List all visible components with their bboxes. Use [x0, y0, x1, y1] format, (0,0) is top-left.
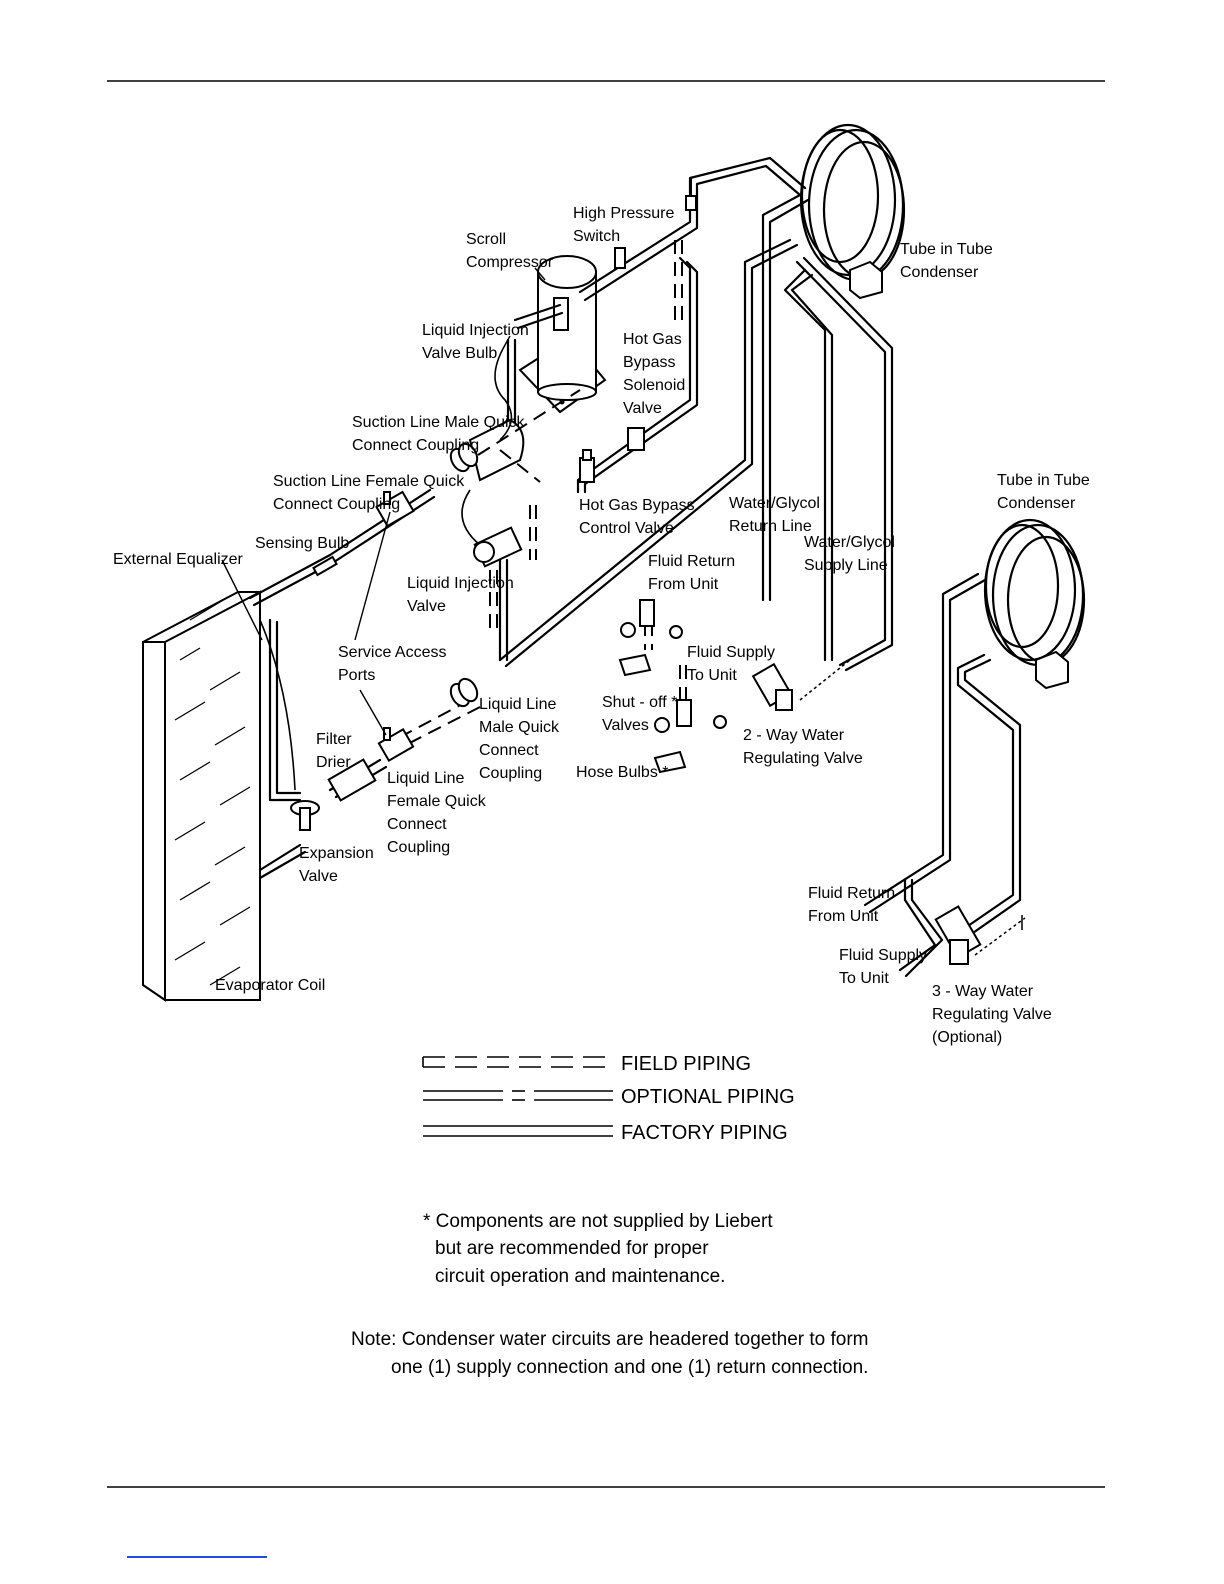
label-water-glycol-supply-line: Water/Glycol Supply Line [804, 534, 899, 574]
hot-gas-bypass-control-valve [579, 449, 595, 483]
suction-line-male-coupling [449, 442, 479, 473]
legend-field-piping-label: FIELD PIPING [621, 1053, 751, 1075]
label-liquid-injection-valve-bulb: Liquid Injection Valve Bulb [422, 322, 533, 362]
legend-field-piping-swatch [422, 1056, 613, 1068]
label-two-way-water-regulating-valve: 2 - Way Water Regulating Valve [743, 727, 863, 767]
tube-in-tube-condenser-1-drawing [799, 123, 906, 300]
label-liquid-line-male-quick: Liquid Line Male Quick Connect Coupling [479, 696, 563, 782]
note-text: Note: Condenser water circuits are heade… [351, 1329, 874, 1378]
filter-drier [327, 758, 377, 802]
label-liquid-injection-valve: Liquid Injection Valve [407, 575, 518, 615]
hose-bulbs [618, 653, 687, 774]
legend-optional-piping-swatch [423, 1090, 613, 1101]
sensing-bulb [312, 555, 338, 577]
piping-legend: FIELD PIPING OPTIONAL PIPING FACTORY PIP… [422, 1053, 795, 1144]
label-tube-in-tube-condenser-1: Tube in Tube Condenser [900, 241, 997, 281]
label-fluid-return-from-unit-2: Fluid Return From Unit [808, 885, 900, 925]
label-filter-drier: Filter Drier [316, 731, 356, 771]
callout-labels: Scroll Compressor High Pressure Switch T… [113, 205, 1094, 1046]
label-scroll-compressor: Scroll Compressor [466, 231, 554, 271]
label-external-equalizer: External Equalizer [113, 551, 244, 568]
label-expansion-valve: Expansion Valve [299, 845, 378, 885]
label-fluid-supply-to-unit-1: Fluid Supply To Unit [687, 644, 780, 684]
three-way-valve-piping [863, 572, 1026, 978]
label-suction-line-female-quick: Suction Line Female Quick Connect Coupli… [273, 473, 469, 513]
label-liquid-line-female-quick: Liquid Line Female Quick Connect Couplin… [387, 770, 490, 856]
label-tube-in-tube-condenser-2: Tube in Tube Condenser [997, 472, 1094, 512]
legend-factory-piping-swatch [423, 1125, 613, 1137]
label-evaporator-coil: Evaporator Coil [215, 977, 325, 994]
hot-gas-bypass-solenoid-valve [627, 427, 645, 451]
high-pressure-switch [614, 178, 697, 269]
label-suction-line-male-quick: Suction Line Male Quick Connect Coupling [352, 414, 529, 454]
expansion-valve [290, 800, 320, 831]
field-piping-segments [384, 240, 687, 753]
label-service-access-ports: Service Access Ports [338, 644, 451, 684]
evaporator-coil-drawing [142, 590, 261, 1002]
scroll-compressor-drawing [518, 255, 607, 414]
liquid-line-male-coupling [449, 677, 479, 708]
label-fluid-supply-to-unit-2: Fluid Supply To Unit [839, 947, 932, 987]
label-shut-off-valves: Shut - off * Valves [602, 694, 682, 734]
label-sensing-bulb: Sensing Bulb [255, 535, 349, 552]
label-hot-gas-bypass-solenoid-valve: Hot Gas Bypass Solenoid Valve [623, 331, 690, 417]
suction-line-female-coupling [375, 490, 415, 528]
label-three-way-water-regulating-valve: 3 - Way Water Regulating Valve (Optional… [932, 983, 1056, 1046]
leader-lines [221, 267, 546, 736]
legend-factory-piping-label: FACTORY PIPING [621, 1122, 788, 1144]
liquid-injection-valve [473, 526, 523, 568]
footnote: * Components are not supplied by Liebert… [423, 1211, 778, 1287]
label-hot-gas-bypass-control-valve: Hot Gas Bypass Control Valve [579, 497, 699, 537]
liquid-line-female-coupling [377, 727, 415, 763]
footer-link-underline[interactable] [127, 1556, 267, 1558]
legend-optional-piping-label: OPTIONAL PIPING [621, 1086, 795, 1108]
tube-in-tube-condenser-2-drawing [983, 518, 1086, 690]
label-fluid-return-from-unit-1: Fluid Return From Unit [648, 553, 740, 593]
footnote-text: * Components are not supplied by Liebert… [423, 1211, 778, 1287]
shut-off-valves [620, 599, 727, 733]
components [290, 178, 1026, 978]
condenser-note: Note: Condenser water circuits are heade… [351, 1329, 874, 1378]
two-way-water-regulating-valve [751, 659, 851, 711]
label-hose-bulbs: Hose Bulbs * [576, 764, 669, 781]
label-high-pressure-switch: High Pressure Switch [573, 205, 679, 245]
label-water-glycol-return-line: Water/Glycol Return Line [729, 495, 824, 535]
